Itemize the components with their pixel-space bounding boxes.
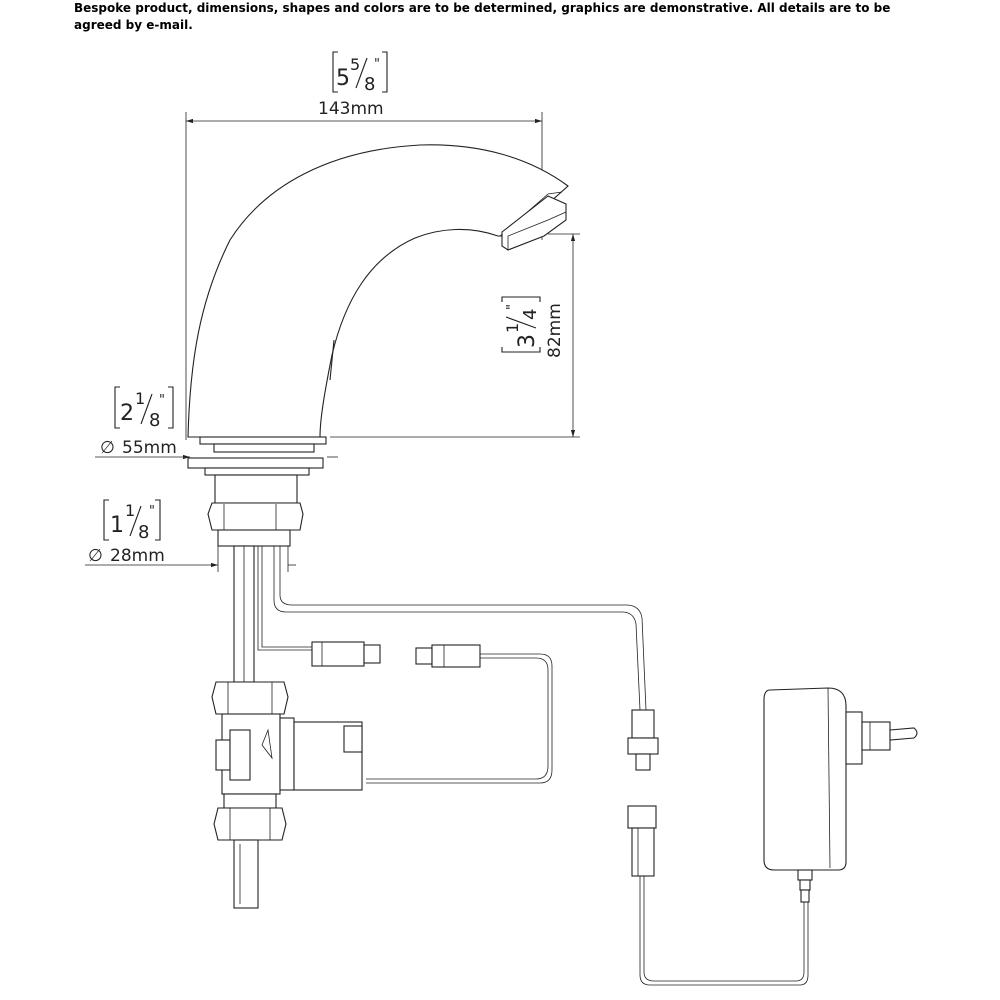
sensor-connector-pair (311, 641, 481, 668)
disclaimer-note: Bespoke product, dimensions, shapes and … (74, 1, 891, 32)
width-inch-numerator: 5 (350, 55, 360, 74)
base-inch-whole: 2 (120, 401, 134, 426)
height-metric-label: 82mm (545, 303, 565, 358)
power-adapter (763, 687, 918, 903)
height-inch-numerator: 1 (503, 323, 522, 333)
base-diameter-symbol: ∅ (100, 438, 115, 458)
stem-inch-numerator: 1 (125, 501, 135, 520)
width-metric-label: 143mm (318, 99, 384, 119)
height-inch-whole: 3 (515, 334, 540, 348)
solenoid-valve (211, 681, 363, 909)
cables (257, 546, 809, 986)
height-dimension: 82mm 3 1 4 " (330, 233, 580, 438)
base-inch-mark: " (159, 393, 165, 408)
stem-metric-label: 28mm (110, 546, 165, 566)
stem-diameter-dimension: 1 1 8 " ∅ 28mm (85, 499, 296, 572)
height-inch-mark: " (505, 304, 520, 310)
stem-inch-mark: " (149, 504, 155, 519)
stem-inch-whole: 1 (110, 513, 124, 538)
base-metric-label: 55mm (122, 438, 177, 458)
height-inch-denominator: 4 (520, 309, 541, 320)
base-inch-denominator: 8 (149, 410, 160, 431)
faucet-body (187, 144, 569, 683)
width-inch-mark: " (374, 57, 380, 72)
stem-inch-denominator: 8 (138, 522, 149, 543)
base-inch-numerator: 1 (135, 389, 145, 408)
stem-diameter-symbol: ∅ (88, 546, 103, 566)
width-inch-whole: 5 (336, 66, 350, 91)
base-diameter-dimension: 2 1 8 " ∅ 55mm (95, 386, 338, 460)
power-connector-pair (627, 709, 659, 877)
width-inch-denominator: 8 (364, 74, 375, 95)
